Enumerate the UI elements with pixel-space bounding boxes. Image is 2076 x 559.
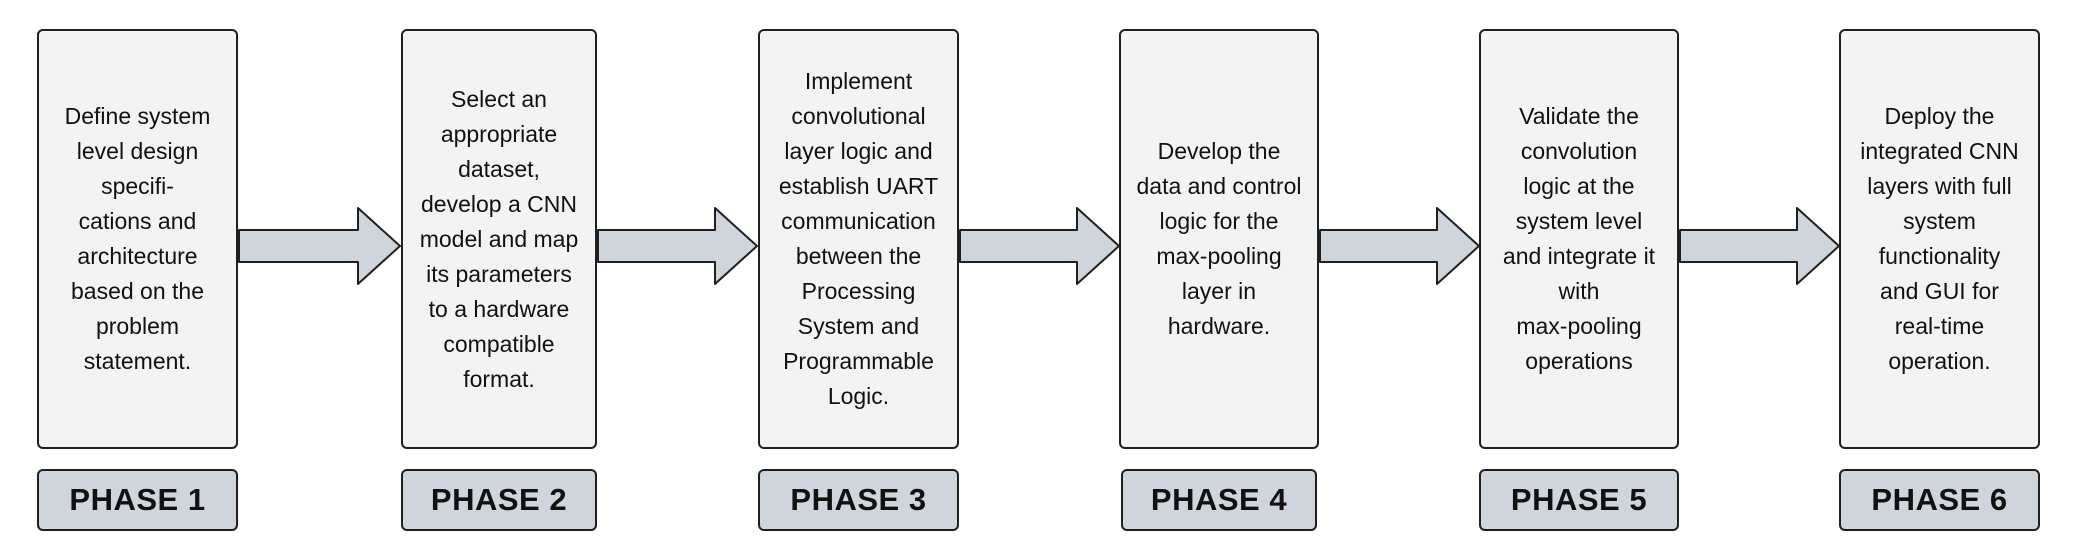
- phase-2-description: Select an appropriate dataset, develop a…: [419, 85, 579, 392]
- phase-1-box: Define system level design specifi- cati…: [37, 29, 238, 449]
- phase-6-description: Deploy the integrated CNN layers with fu…: [1860, 103, 2019, 374]
- arrow-right-icon: [1319, 207, 1480, 285]
- arrow-right-icon: [238, 207, 401, 285]
- phase-1-label: PHASE 1: [37, 469, 238, 531]
- phase-4-description: Develop the data and control logic for t…: [1136, 138, 1302, 339]
- phase-6-box: Deploy the integrated CNN layers with fu…: [1839, 29, 2040, 449]
- phase-6-label: PHASE 6: [1839, 469, 2040, 531]
- phase-1-description: Define system level design specifi- cati…: [64, 103, 211, 374]
- phase-2-label: PHASE 2: [401, 469, 597, 531]
- phase-2-box: Select an appropriate dataset, develop a…: [401, 29, 597, 449]
- phase-3-box: Implement convolutional layer logic and …: [758, 29, 959, 449]
- phase-5-description: Validate the convolution logic at the sy…: [1502, 103, 1656, 374]
- phase-4-box: Develop the data and control logic for t…: [1119, 29, 1319, 449]
- arrow-right-icon: [959, 207, 1120, 285]
- phase-5-label: PHASE 5: [1479, 469, 1679, 531]
- phase-5-box: Validate the convolution logic at the sy…: [1479, 29, 1679, 449]
- phase-3-description: Implement convolutional layer logic and …: [778, 68, 939, 409]
- phase-4-label: PHASE 4: [1121, 469, 1317, 531]
- arrow-right-icon: [1679, 207, 1840, 285]
- phase-3-label: PHASE 3: [758, 469, 959, 531]
- arrow-right-icon: [597, 207, 758, 285]
